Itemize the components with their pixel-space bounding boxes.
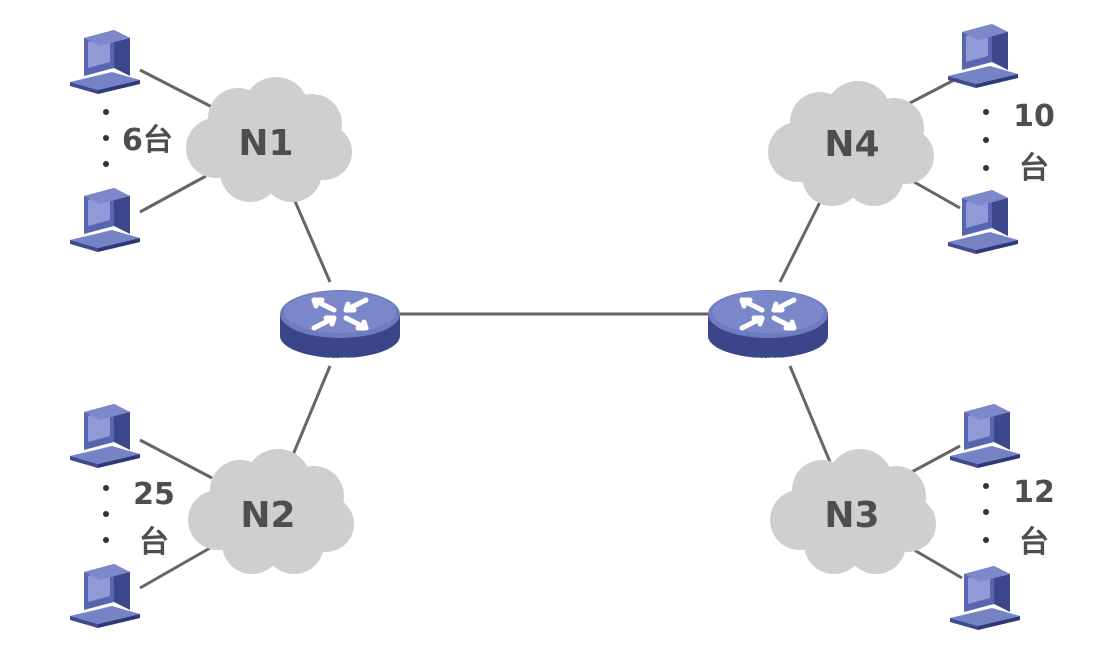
host-count-n2-unit: 台 xyxy=(139,525,169,560)
link-n4-pc-top xyxy=(907,76,959,106)
link-n3-pc-top xyxy=(907,444,961,476)
ellipsis-dots xyxy=(103,109,989,543)
desktop-computer-icon xyxy=(70,564,140,628)
network-label-n4: N4 xyxy=(824,124,879,165)
network-label-n1: N1 xyxy=(238,123,293,164)
link-right-router-n3 xyxy=(788,365,832,463)
network-label-n3: N3 xyxy=(824,495,879,536)
network-label-n2: N2 xyxy=(240,495,295,536)
host-count-n4-unit: 台 xyxy=(1019,151,1049,186)
desktop-computer-icon xyxy=(948,190,1018,254)
desktop-computer-icon xyxy=(70,188,140,252)
router-right: ROUTER xyxy=(708,290,828,367)
host-count-n3-number: 12 xyxy=(1013,475,1055,510)
host-count-n2-number: 25 xyxy=(133,477,175,512)
router-left: ROUTER xyxy=(280,290,400,367)
link-n2-pc-top xyxy=(139,438,213,480)
desktop-computer-icon xyxy=(948,24,1018,88)
link-n2-pc-bottom xyxy=(139,546,211,590)
host-count-n3-unit: 台 xyxy=(1019,525,1049,560)
desktop-computer-icon xyxy=(70,404,140,468)
host-count-n4-number: 10 xyxy=(1013,99,1055,134)
link-left-router-n2 xyxy=(288,365,332,463)
desktop-computer-icon xyxy=(70,30,140,94)
desktop-computer-icon xyxy=(950,404,1020,468)
link-n1-pc-bottom xyxy=(139,174,207,214)
link-right-router-n4 xyxy=(778,189,828,283)
router-icon xyxy=(280,290,400,358)
link-n1-pc-top xyxy=(139,68,215,110)
host-count-n1: 6台 xyxy=(122,123,173,158)
router-left-label: ROUTER xyxy=(321,357,360,367)
router-icon xyxy=(708,290,828,358)
router-right-label: ROUTER xyxy=(749,357,788,367)
